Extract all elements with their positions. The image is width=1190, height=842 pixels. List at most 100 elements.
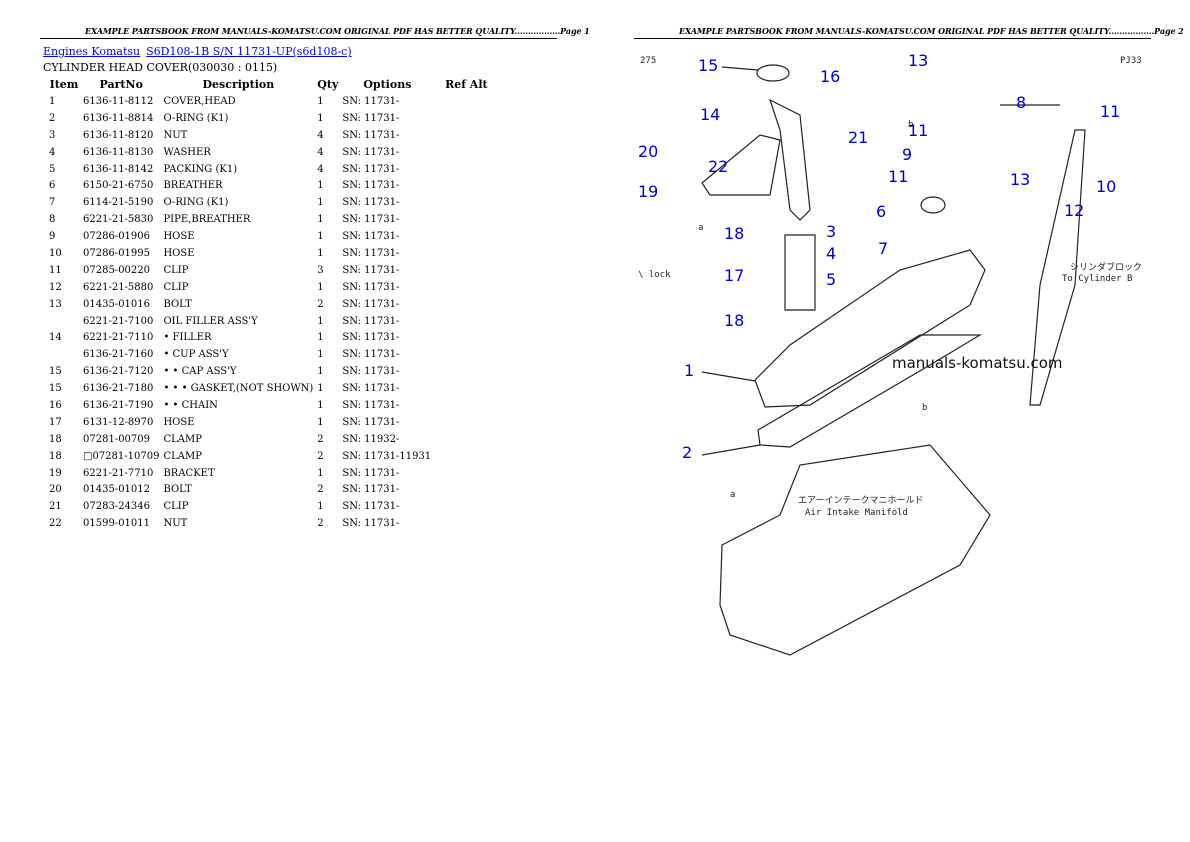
cell-desc: HOSE [163,231,195,243]
callout-20: 20 [638,142,658,161]
cell-ref [434,177,498,194]
diagram-letter-a-top: a [698,223,703,233]
cell-opt: SN: 11731- [342,366,400,378]
table-row: 1 6136-11-8112 COVER,HEAD 1 SN: 11731- [43,93,498,110]
cell-partno: 6136-11-8120 [83,129,154,141]
cell-opt: SN: 11731- [342,484,400,496]
cell-desc: O-RING (K1) [163,112,229,124]
cell-desc: CLAMP [163,433,202,445]
cell-qty: 1 [317,383,324,395]
cell-opt: SN: 11731- [342,112,400,124]
cell-qty: 1 [317,180,324,192]
cell-partno: 6136-11-8814 [83,112,154,124]
cell-ref [434,313,498,330]
cell-item: 15 [49,366,62,378]
cell-opt: SN: 11731- [342,467,400,479]
cell-partno: 07283-24346 [83,501,151,513]
cell-partno: 6221-21-5880 [83,281,154,293]
cell-opt: SN: 11731- [342,298,400,310]
breadcrumb-link-model[interactable]: S6D108-1B S/N 11731-UP(s6d108-c) [146,45,352,58]
intake-manifold-shape [719,444,991,656]
cell-ref [434,228,498,245]
cell-partno: 6136-11-8142 [83,163,154,175]
cell-opt: SN: 11731- [342,95,400,107]
cell-opt: SN: 11731- [342,518,400,530]
cell-qty: 1 [317,349,324,361]
cell-desc: • • • GASKET,(NOT SHOWN) [163,383,314,395]
callout-6: 6 [876,202,886,221]
leader-line-2 [701,444,761,456]
parts-diagram: 275 PJ33 \ lock シリンダブロック To Cylinder B エ… [638,51,1142,656]
callout-7: 7 [878,239,888,258]
cell-qty: 1 [317,112,324,124]
filler-pipe-shape [768,98,811,221]
cell-item: 1 [49,95,56,107]
diagram-label-lock: \ lock [638,270,671,280]
cell-desc: WASHER [163,146,211,158]
cell-qty: 1 [317,247,324,259]
cell-ref [434,144,498,161]
cell-item: 7 [49,197,56,209]
diagram-label-cylinder-en: To Cylinder B [1062,274,1132,284]
callout-17: 17 [724,266,744,285]
callout-13: 13 [908,51,928,70]
callout-1: 1 [684,361,694,380]
callout-11: 11 [888,167,908,186]
callout-11: 11 [1100,102,1120,121]
callout-3: 3 [826,222,836,241]
cell-opt: SN: 11731- [342,416,400,428]
column-header-description: Description [202,77,275,91]
filler-cap-shape [756,64,790,82]
breadcrumb: Engines Komatsu S6D108-1B S/N 11731-UP(s6… [43,45,358,58]
cell-qty: 1 [317,416,324,428]
callout-8: 8 [1016,93,1026,112]
column-header-partno: PartNo [99,77,143,91]
callout-10: 10 [1096,177,1116,196]
cell-item: 20 [49,484,62,496]
cell-qty: 3 [317,264,324,276]
cell-desc: CLIP [163,501,189,513]
cell-item: 9 [49,231,56,243]
cell-qty: 2 [317,450,324,462]
cell-desc: O-RING (K1) [163,197,229,209]
leader-line-15 [721,66,759,71]
cell-opt: SN: 11731- [342,383,400,395]
callout-5: 5 [826,270,836,289]
cell-partno: 6150-21-6750 [83,180,154,192]
cell-item: 21 [49,501,62,513]
cell-item: 11 [49,264,62,276]
cell-desc: COVER,HEAD [163,95,236,107]
cell-partno: 6136-11-8112 [83,95,154,107]
cell-partno: 6136-21-7190 [83,399,154,411]
breather-pipe-shape [1029,129,1086,406]
cell-opt: SN: 11731- [342,129,400,141]
cell-partno: 07285-00220 [83,264,151,276]
cell-opt: SN: 11731- [342,180,400,192]
cell-desc: OIL FILLER ASS'Y [163,315,258,327]
cell-opt: SN: 11731- [342,349,400,361]
diagram-label-cylinder-jp: シリンダブロック [1070,261,1142,273]
cell-opt: SN: 11731-11931 [342,450,432,462]
cell-ref [434,110,498,127]
cell-ref [434,245,498,262]
cell-qty: 1 [317,95,324,107]
cell-qty: 4 [317,129,324,141]
cell-opt: SN: 11731- [342,332,400,344]
callout-11: 11 [908,121,928,140]
cell-item: 17 [49,416,62,428]
breadcrumb-link-engines[interactable]: Engines Komatsu [43,45,141,58]
cell-qty: 1 [317,399,324,411]
cell-ref [434,346,498,363]
cell-opt: SN: 11731- [342,315,400,327]
cell-ref [434,448,498,465]
cell-partno: 6221-21-7100 [83,315,154,327]
diagram-label-intake-jp: エアーインテークマニホールド [798,495,923,506]
cell-item [43,313,81,330]
cell-qty: 1 [317,332,324,344]
cell-partno: 6221-21-7710 [83,467,154,479]
